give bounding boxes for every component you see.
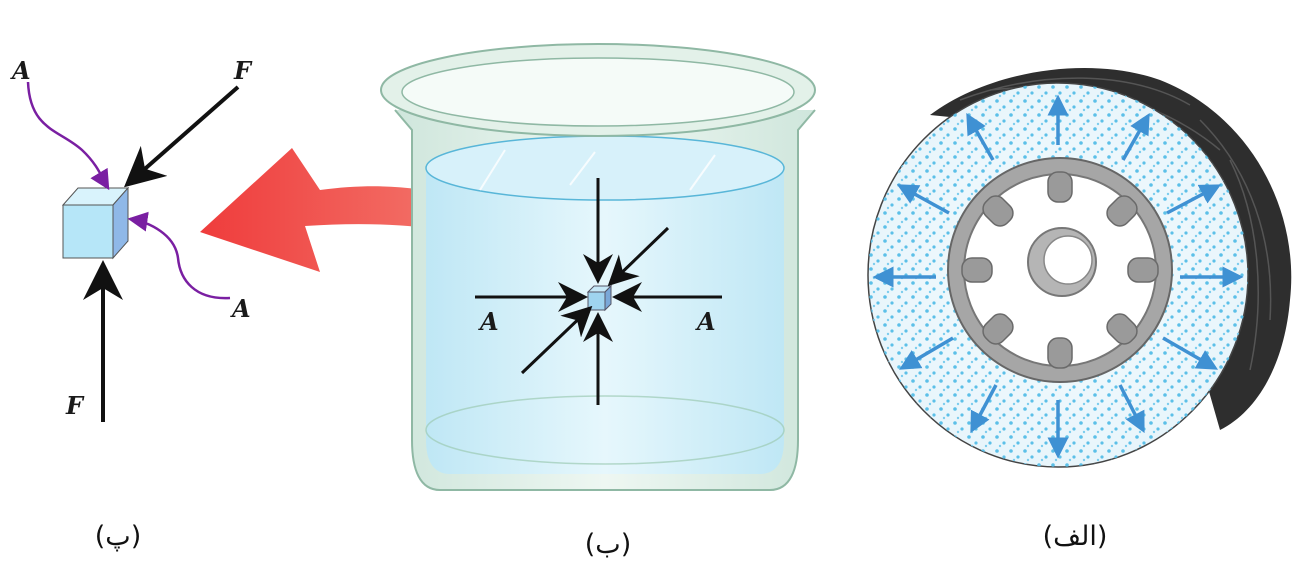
caption-right: (الف) — [1043, 521, 1108, 552]
caption-middle: (ب) — [585, 529, 632, 560]
pressure-arrow-upright — [607, 226, 670, 287]
tire-pressure-arrows — [872, 94, 1244, 459]
rim-lugs — [961, 171, 1159, 369]
label-f-bottom: F — [65, 391, 85, 420]
force-arrow-top — [123, 85, 240, 188]
caption-left: (پ) — [95, 521, 142, 552]
area-curve-bottom — [127, 211, 231, 300]
pressure-arrow-lowleft — [520, 305, 593, 375]
water-surface — [425, 135, 785, 201]
cube-element — [61, 186, 130, 260]
big-curved-arrow — [200, 148, 582, 280]
label-a-top: A — [10, 56, 31, 85]
panel-right: (الف) — [867, 67, 1292, 552]
label-a-left: A — [478, 307, 499, 336]
label-f-top: F — [233, 56, 253, 85]
area-curve-top — [26, 81, 110, 191]
label-a-right: A — [695, 307, 716, 336]
label-a-bottom: A — [230, 294, 251, 323]
panel-left: A F A F (پ) — [10, 56, 253, 552]
submerged-cube — [586, 284, 613, 312]
panel-middle: A A (ب) — [380, 43, 816, 560]
